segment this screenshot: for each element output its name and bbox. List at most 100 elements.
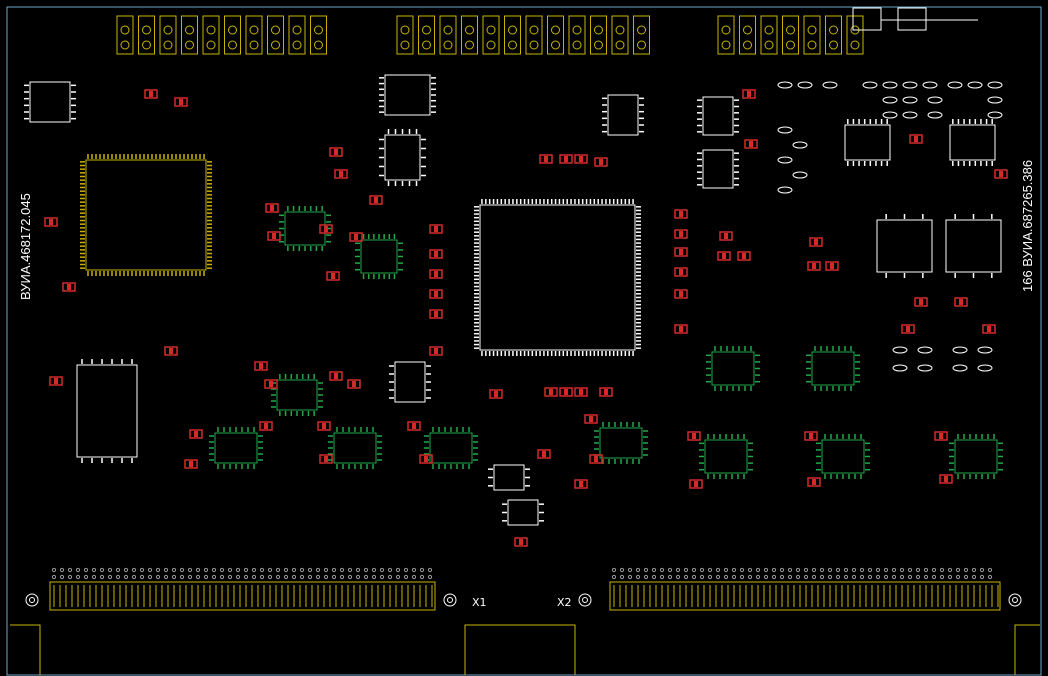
terminal-block: [310, 15, 327, 55]
smd-body: [412, 423, 416, 429]
led-pad: [792, 141, 808, 149]
via: [691, 574, 697, 580]
green-ic: [214, 432, 258, 464]
via: [731, 574, 737, 580]
main-processor-ic: [479, 204, 636, 351]
via: [867, 567, 873, 573]
smd-component: [954, 297, 968, 307]
via: [419, 574, 425, 580]
connector-x2-label: X2: [557, 596, 572, 609]
led-pad: [797, 81, 813, 89]
via: [643, 567, 649, 573]
smd-body: [374, 197, 378, 203]
led-pad: [977, 346, 993, 354]
terminal-pin: [443, 40, 453, 50]
via: [963, 574, 969, 580]
smd-body: [434, 226, 438, 232]
via: [691, 567, 697, 573]
via: [859, 574, 865, 580]
led-pad: [917, 364, 933, 372]
smd-component: [674, 229, 688, 239]
smd-body: [542, 451, 546, 457]
terminal-pin: [572, 40, 582, 50]
smd-body: [939, 433, 943, 439]
led-outline: [852, 7, 882, 31]
terminal-block: [482, 15, 500, 55]
smd-body: [830, 263, 834, 269]
smd-component: [674, 247, 688, 257]
via: [651, 567, 657, 573]
smd-body: [544, 156, 548, 162]
terminal-pin: [206, 40, 216, 50]
led-pad: [882, 111, 898, 119]
via: [147, 567, 153, 573]
soic-chip: [384, 74, 431, 116]
smd-body: [434, 311, 438, 317]
smd-component: [514, 537, 528, 547]
smd-component: [429, 249, 443, 259]
via: [219, 574, 225, 580]
smd-body: [169, 348, 173, 354]
smd-body: [999, 171, 1003, 177]
smd-component: [264, 379, 278, 389]
via: [403, 567, 409, 573]
via: [779, 574, 785, 580]
board-outline: [6, 6, 1042, 676]
terminal-screw: [764, 25, 774, 35]
led-pad: [792, 171, 808, 179]
led-pad: [922, 81, 938, 89]
via: [899, 574, 905, 580]
via: [891, 567, 897, 573]
via: [267, 574, 273, 580]
terminal-screw: [508, 25, 517, 35]
via: [723, 567, 729, 573]
terminal-block: [159, 15, 177, 55]
via: [611, 574, 617, 580]
via: [395, 574, 401, 580]
via: [819, 567, 825, 573]
terminal-block: [504, 15, 521, 55]
via: [171, 574, 177, 580]
via: [283, 574, 289, 580]
right-board-marking: 166 ВУИА.687265.386: [1020, 159, 1035, 292]
green-ic: [333, 432, 377, 464]
green-ic: [954, 439, 998, 474]
smd-body: [259, 363, 263, 369]
via: [923, 574, 929, 580]
led-pad: [777, 126, 793, 134]
smd-component: [689, 479, 703, 489]
via: [883, 567, 889, 573]
smd-body: [679, 326, 683, 332]
smd-body: [579, 481, 583, 487]
edge-connector: [609, 581, 1001, 611]
smd-body: [424, 456, 428, 462]
smd-component: [326, 271, 340, 281]
via: [427, 567, 433, 573]
via: [371, 567, 377, 573]
via: [187, 574, 193, 580]
terminal-screw: [292, 25, 302, 35]
via: [851, 574, 857, 580]
smd-body: [270, 205, 274, 211]
led-pad: [977, 364, 993, 372]
terminal-pin: [486, 40, 496, 50]
smd-component: [429, 346, 443, 356]
green-ic: [821, 439, 865, 474]
edge-connector: [49, 581, 436, 611]
terminal-block: [547, 15, 564, 55]
terminal-pin: [637, 40, 646, 50]
via: [427, 574, 433, 580]
via: [747, 574, 753, 580]
via: [659, 567, 665, 573]
via: [939, 574, 945, 580]
green-ic: [811, 351, 855, 386]
via: [251, 567, 257, 573]
via: [307, 567, 313, 573]
smd-body: [434, 271, 438, 277]
terminal-pin: [529, 40, 539, 50]
via: [339, 574, 345, 580]
smd-body: [179, 99, 183, 105]
via: [787, 574, 793, 580]
via: [827, 574, 833, 580]
via: [947, 574, 953, 580]
